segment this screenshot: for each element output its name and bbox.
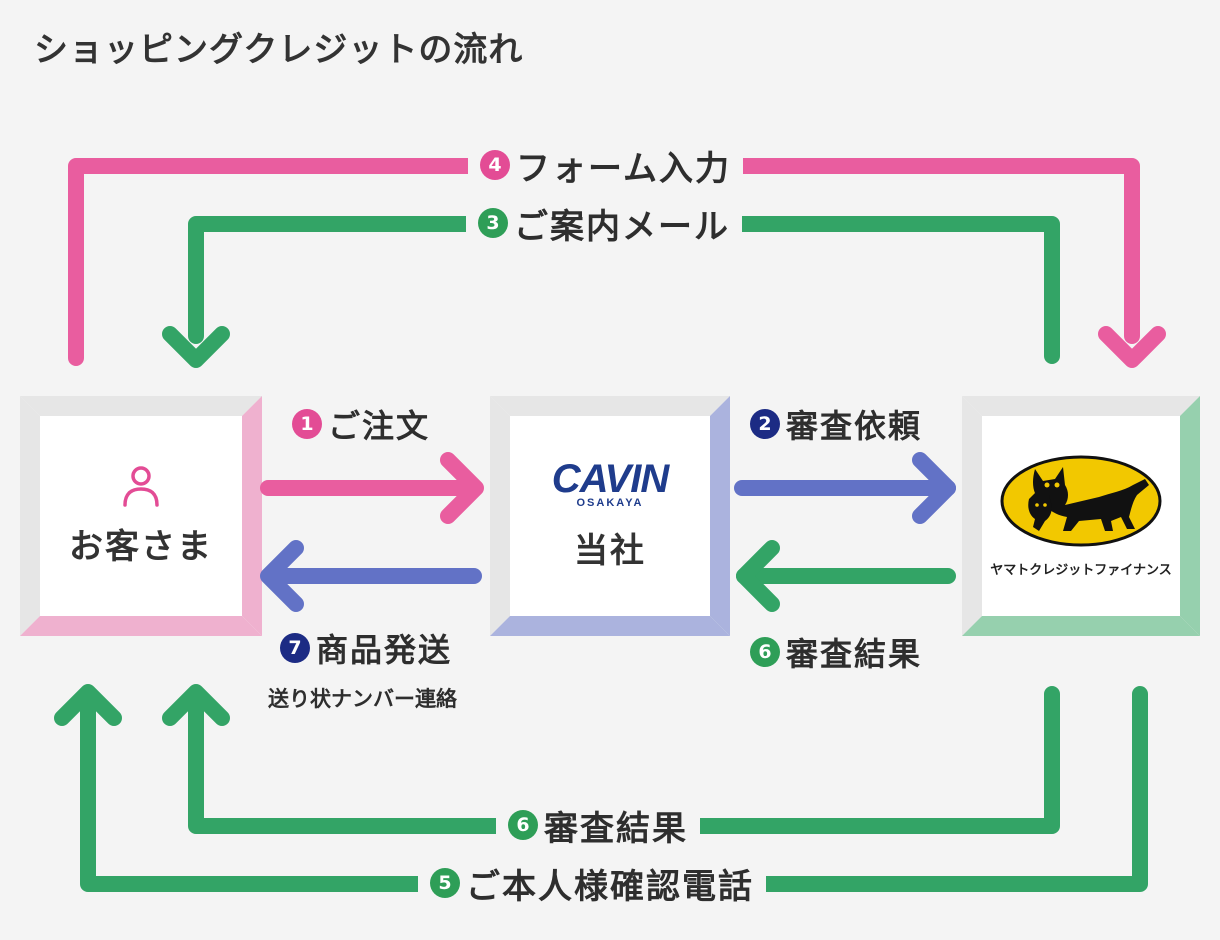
page-title: ショッピングクレジットの流れ: [34, 30, 524, 70]
arrow-form-input: [68, 158, 1140, 366]
flow-label-order: 1 ご注文: [292, 402, 431, 446]
arrowhead-shipping: [260, 540, 304, 612]
arrowhead-review-request: [912, 452, 956, 524]
flow-label-shipping: 7 商品発送: [280, 626, 453, 670]
flow-text-form-input: フォーム入力: [516, 148, 731, 189]
arrowhead-order: [440, 452, 484, 524]
flow-label-review-result-customer: 6 審査結果: [496, 802, 700, 849]
flow-label-guide-mail: 3 ご案内メール: [466, 200, 742, 247]
flow-label-review-request: 2 審査依頼: [750, 402, 923, 446]
flow-text-identity-call: ご本人様確認電話: [466, 866, 754, 907]
finance-box: ヤマトクレジットファイナンス: [982, 416, 1180, 616]
shipping-note: 送り状ナンバー連絡: [268, 687, 457, 711]
step-number-2: 2: [750, 409, 780, 439]
flow-label-identity-call: 5 ご本人様確認電話: [418, 860, 766, 907]
flow-label-form-input: 4 フォーム入力: [468, 142, 743, 189]
flow-text-review-result-company: 審査結果: [786, 635, 923, 673]
arrowhead-form-input: [1098, 326, 1166, 368]
flow-text-review-result-customer: 審査結果: [544, 808, 688, 849]
company-label: 当社: [574, 530, 646, 571]
finance-logo-text: ヤマトクレジットファイナンス: [990, 562, 1172, 578]
flow-text-review-request: 審査依頼: [786, 407, 923, 445]
arrow-identity-call: [80, 686, 1148, 892]
arrowhead-identity-call: [54, 684, 122, 726]
step-number-4: 4: [480, 150, 510, 180]
person-icon: [123, 465, 159, 507]
arrowhead-review-result-customer: [162, 684, 230, 726]
flow-text-order: ご注文: [328, 407, 431, 445]
customer-box-frame: [20, 396, 262, 636]
customer-label: お客さま: [69, 526, 213, 567]
customer-box: お客さま: [40, 416, 242, 616]
step-number-1: 1: [292, 409, 322, 439]
cavin-logo-sub: OSAKAYA: [576, 496, 644, 509]
finance-box-frame: [962, 396, 1200, 636]
step-number-6a: 6: [750, 637, 780, 667]
step-number-5: 5: [430, 868, 460, 898]
arrowhead-review-result-company: [736, 540, 780, 612]
step-number-6b: 6: [508, 810, 538, 840]
cavin-logo: CAVIN: [551, 456, 669, 501]
flow-text-shipping: 商品発送: [316, 631, 453, 669]
arrowhead-guide-mail: [162, 326, 230, 368]
flow-label-review-result-company: 6 審査結果: [750, 630, 923, 674]
step-number-3: 3: [478, 208, 508, 238]
company-box-frame: [490, 396, 730, 636]
company-box: CAVIN OSAKAYA 当社: [510, 416, 710, 616]
flow-text-guide-mail: ご案内メール: [514, 206, 730, 247]
step-number-7: 7: [280, 633, 310, 663]
black-cat-icon: [1000, 455, 1162, 546]
